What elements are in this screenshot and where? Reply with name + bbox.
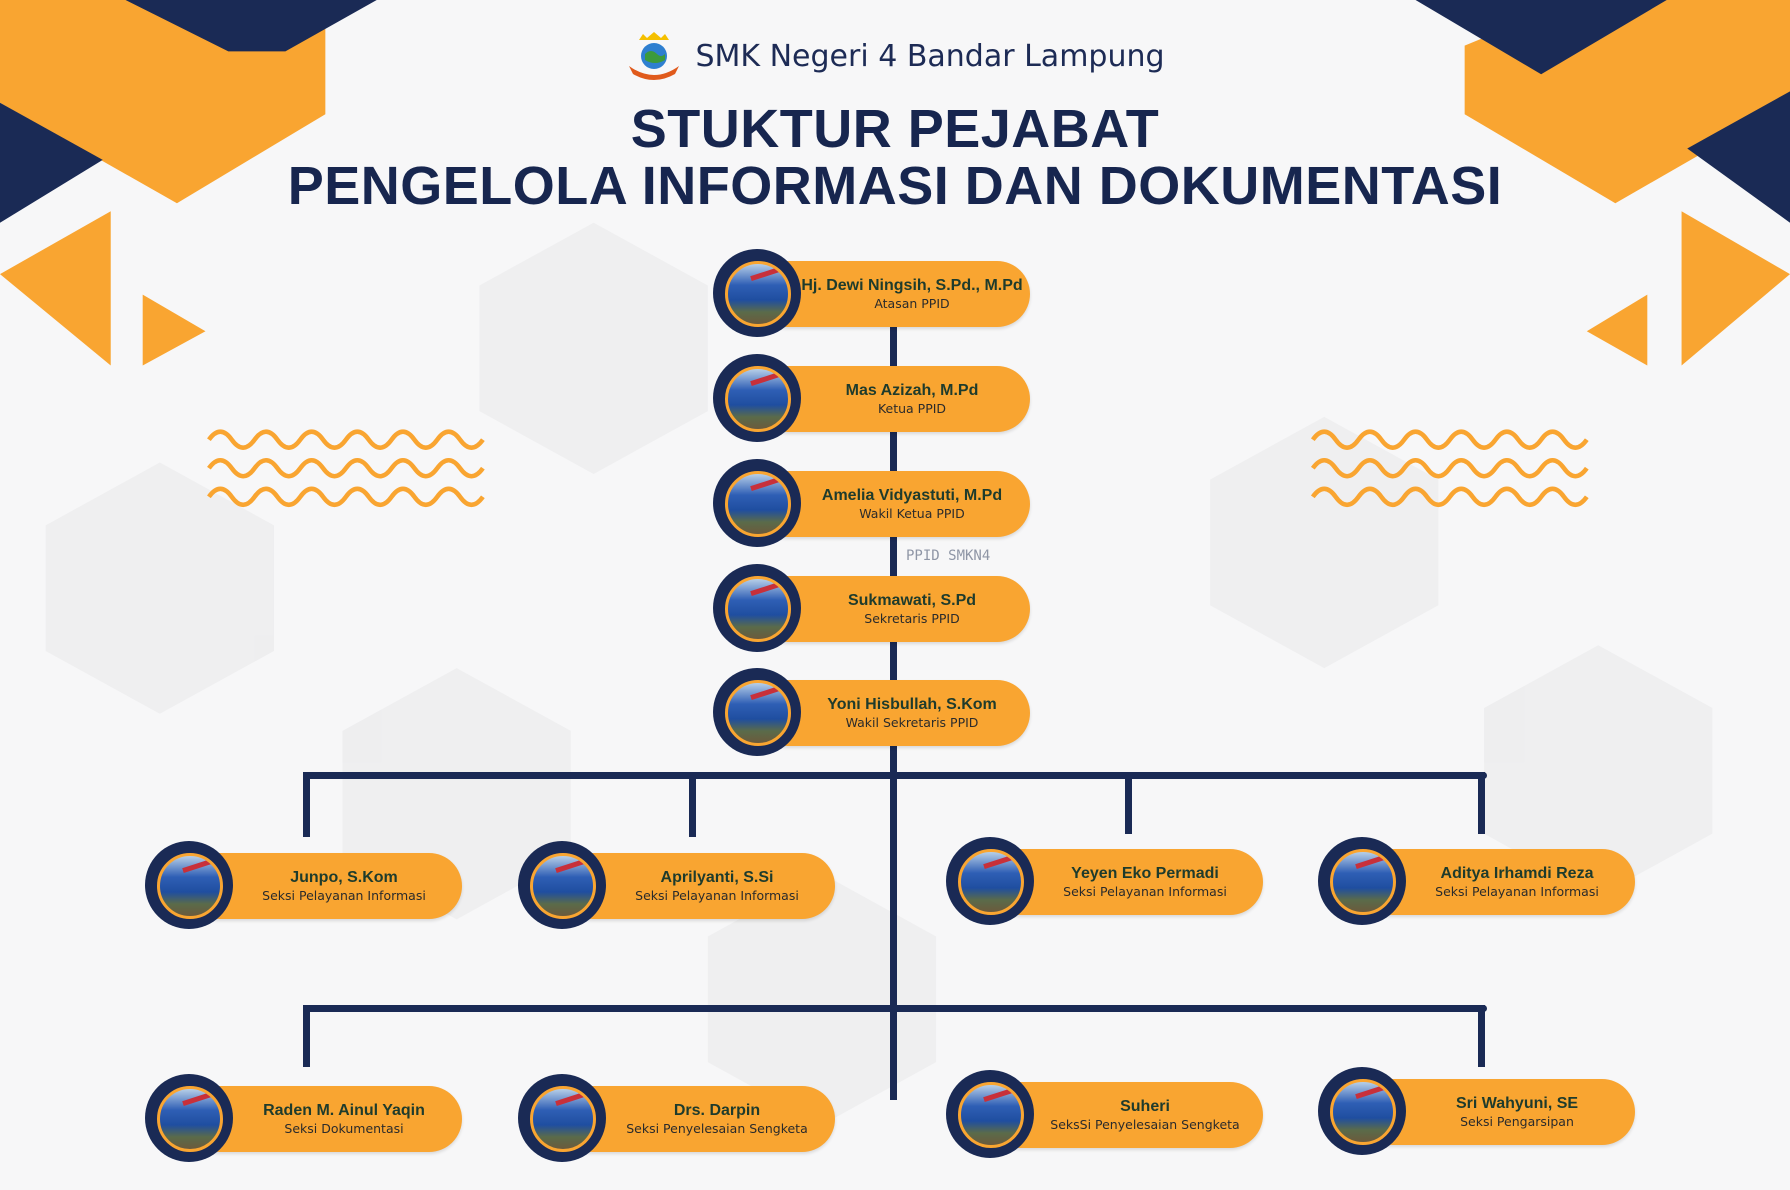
member-name: Aditya Irhamdi Reza [1440, 865, 1594, 882]
member-photo [530, 1086, 596, 1152]
member-card: Sri Wahyuni, SE Seksi Pengarsipan [1318, 1067, 1638, 1157]
corner-decoration-left [0, 0, 377, 366]
member-photo [958, 1082, 1024, 1148]
member-photo [958, 849, 1024, 915]
connector-drop [1478, 772, 1485, 834]
corner-decoration-right [1415, 0, 1790, 366]
member-name: Yoni Hisbullah, S.Kom [827, 696, 997, 713]
member-role: Sekretaris PPID [864, 611, 960, 626]
page-title-line2: PENGELOLA INFORMASI DAN DOKUMENTASI [287, 156, 1503, 216]
member-name: Raden M. Ainul Yaqin [263, 1102, 425, 1119]
member-name: Aprilyanti, S.Si [660, 869, 774, 886]
school-name: SMK Negeri 4 Bandar Lampung [695, 38, 1165, 74]
wavy-lines [207, 429, 1589, 508]
member-role: Seksi Pelayanan Informasi [1063, 884, 1227, 899]
member-photo [1330, 1079, 1396, 1145]
page-title-line1: STUKTUR PEJABAT [630, 99, 1160, 159]
member-name: Suheri [1120, 1098, 1170, 1115]
school-logo-icon [629, 32, 680, 80]
member-name: Mas Azizah, M.Pd [845, 382, 979, 399]
member-photo [157, 1086, 223, 1152]
watermark: PPID SMKN4 [906, 548, 991, 564]
connector-bar-1 [306, 772, 1487, 779]
member-photo [725, 576, 791, 642]
member-photo [530, 853, 596, 919]
member-photo [725, 680, 791, 746]
member-role: Wakil Ketua PPID [859, 506, 965, 521]
connector-drop [303, 772, 310, 837]
member-role: Wakil Sekretaris PPID [845, 715, 979, 730]
member-name: Hj. Dewi Ningsih, S.Pd., M.Pd [801, 277, 1023, 294]
member-role: Seksi Dokumentasi [284, 1121, 404, 1136]
school-brand: SMK Negeri 4 Bandar Lampung [625, 30, 1165, 82]
member-role: Seksi Pelayanan Informasi [1435, 884, 1599, 899]
member-name: Yeyen Eko Permadi [1071, 865, 1219, 882]
member-role: SeksSi Penyelesaian Sengketa [1050, 1117, 1240, 1132]
connector-drop [689, 772, 696, 837]
member-photo [157, 853, 223, 919]
member-name: Amelia Vidyastuti, M.Pd [821, 487, 1003, 504]
member-name: Drs. Darpin [673, 1102, 761, 1119]
member-name: Sukmawati, S.Pd [847, 592, 977, 609]
member-role: Seksi Penyelesaian Sengketa [626, 1121, 808, 1136]
member-photo [725, 471, 791, 537]
member-role: Seksi Pelayanan Informasi [635, 888, 799, 903]
member-photo [725, 261, 791, 327]
member-name: Sri Wahyuni, SE [1455, 1095, 1579, 1112]
member-name: Junpo, S.Kom [290, 869, 398, 886]
member-role: Atasan PPID [874, 296, 950, 311]
connector-bar-2 [306, 1005, 1487, 1012]
member-photo [1330, 849, 1396, 915]
member-role: Seksi Pelayanan Informasi [262, 888, 426, 903]
member-role: Seksi Pengarsipan [1460, 1114, 1574, 1129]
connector-drop [303, 1005, 310, 1067]
member-role: Ketua PPID [877, 401, 947, 416]
header: SMK Negeri 4 Bandar Lampung [0, 30, 1790, 86]
member-photo [725, 366, 791, 432]
connector-drop [1125, 772, 1132, 834]
connector-drop [1478, 1005, 1485, 1067]
